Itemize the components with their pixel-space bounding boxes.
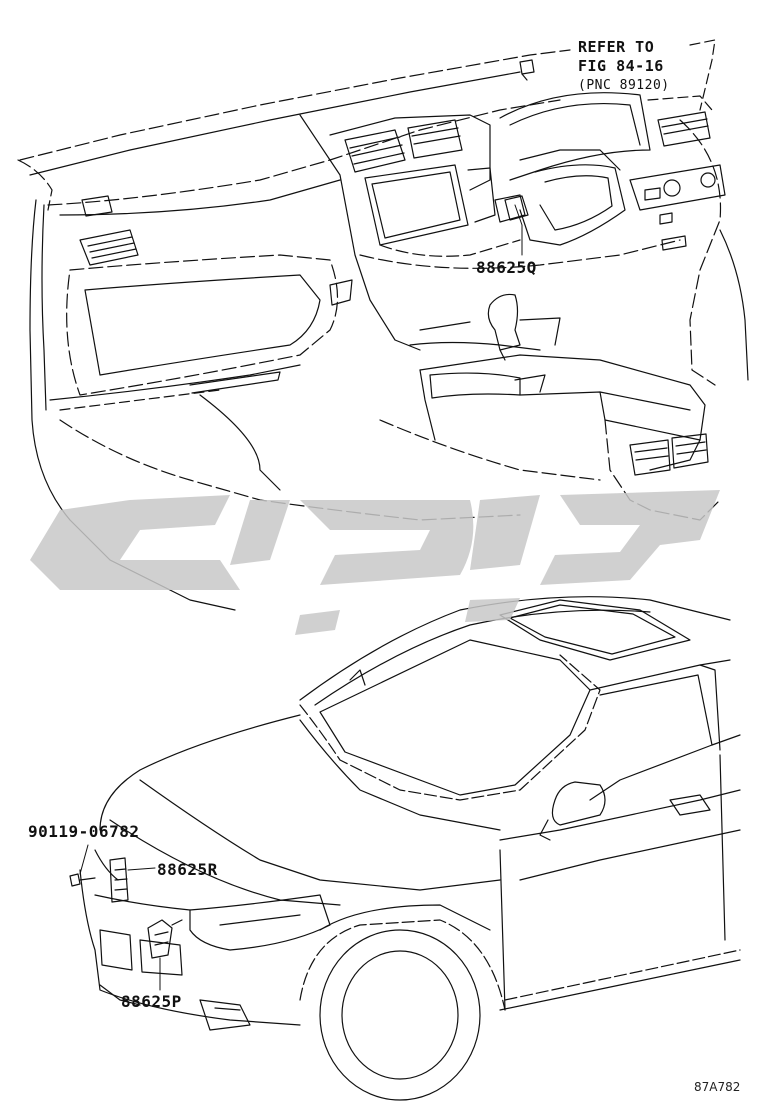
front-bumper (79, 869, 301, 1031)
part-number-88625q: 88625Q (476, 258, 537, 277)
front-wheel (299, 904, 506, 1101)
headlight (94, 849, 331, 951)
part-number-bolt: 90119-06782 (28, 822, 140, 841)
refer-pnc-label: (PNC 89120) (578, 78, 670, 93)
instrument-cluster (494, 92, 651, 246)
gear-shifter (409, 293, 561, 361)
front-sensor-p (147, 919, 183, 991)
watermark-logo (30, 490, 720, 635)
navigation-screen (364, 164, 469, 246)
side-mirror (539, 781, 606, 841)
refer-fig-label: FIG 84-16 (578, 57, 664, 75)
right-air-vent (647, 95, 713, 147)
car-exterior-drawing (69, 596, 741, 1101)
roof-sensor (519, 59, 535, 81)
front-sensor-r (109, 857, 156, 903)
bolt (69, 844, 96, 887)
refer-to-label: REFER TO (578, 38, 655, 56)
switch-panel (629, 164, 726, 251)
figure-id: 87A782 (694, 1080, 741, 1094)
left-air-vent (79, 195, 139, 266)
part-number-88625p: 88625P (121, 992, 182, 1011)
glove-box (66, 254, 353, 396)
center-stack (299, 114, 681, 351)
part-number-88625r: 88625R (157, 860, 218, 879)
